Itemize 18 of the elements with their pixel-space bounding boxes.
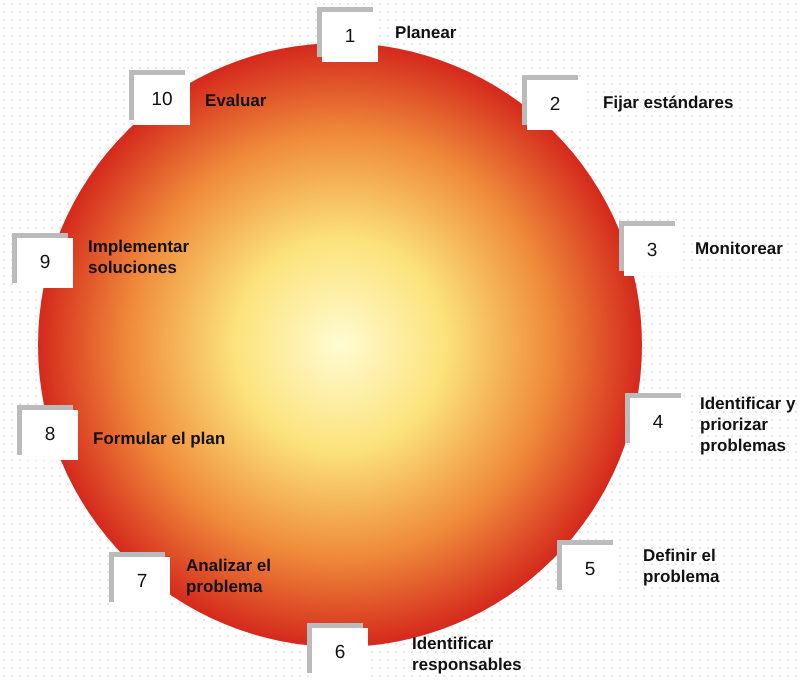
step-label: Formular el plan: [93, 428, 226, 449]
step-label: Fijar estándares: [603, 92, 734, 113]
step-number: 2: [527, 80, 583, 130]
step-label: Analizar el problema: [186, 555, 272, 597]
step-number: 6: [312, 628, 368, 678]
step-label: Identificar responsables: [412, 633, 523, 675]
step-label: Implementar soluciones: [88, 236, 190, 278]
step-number: 4: [630, 398, 686, 448]
step-label: Monitorear: [695, 238, 784, 259]
step-label: Evaluar: [205, 90, 268, 111]
step-number: 10: [134, 75, 190, 125]
step-number: 1: [322, 12, 378, 62]
step-label: Planear: [395, 22, 458, 43]
step-number: 7: [114, 557, 170, 607]
step-number: 3: [624, 226, 680, 276]
step-label: Identificar y priorizar problemas: [700, 393, 796, 456]
step-number: 9: [17, 238, 73, 288]
step-label: Definir el problema: [643, 545, 721, 587]
